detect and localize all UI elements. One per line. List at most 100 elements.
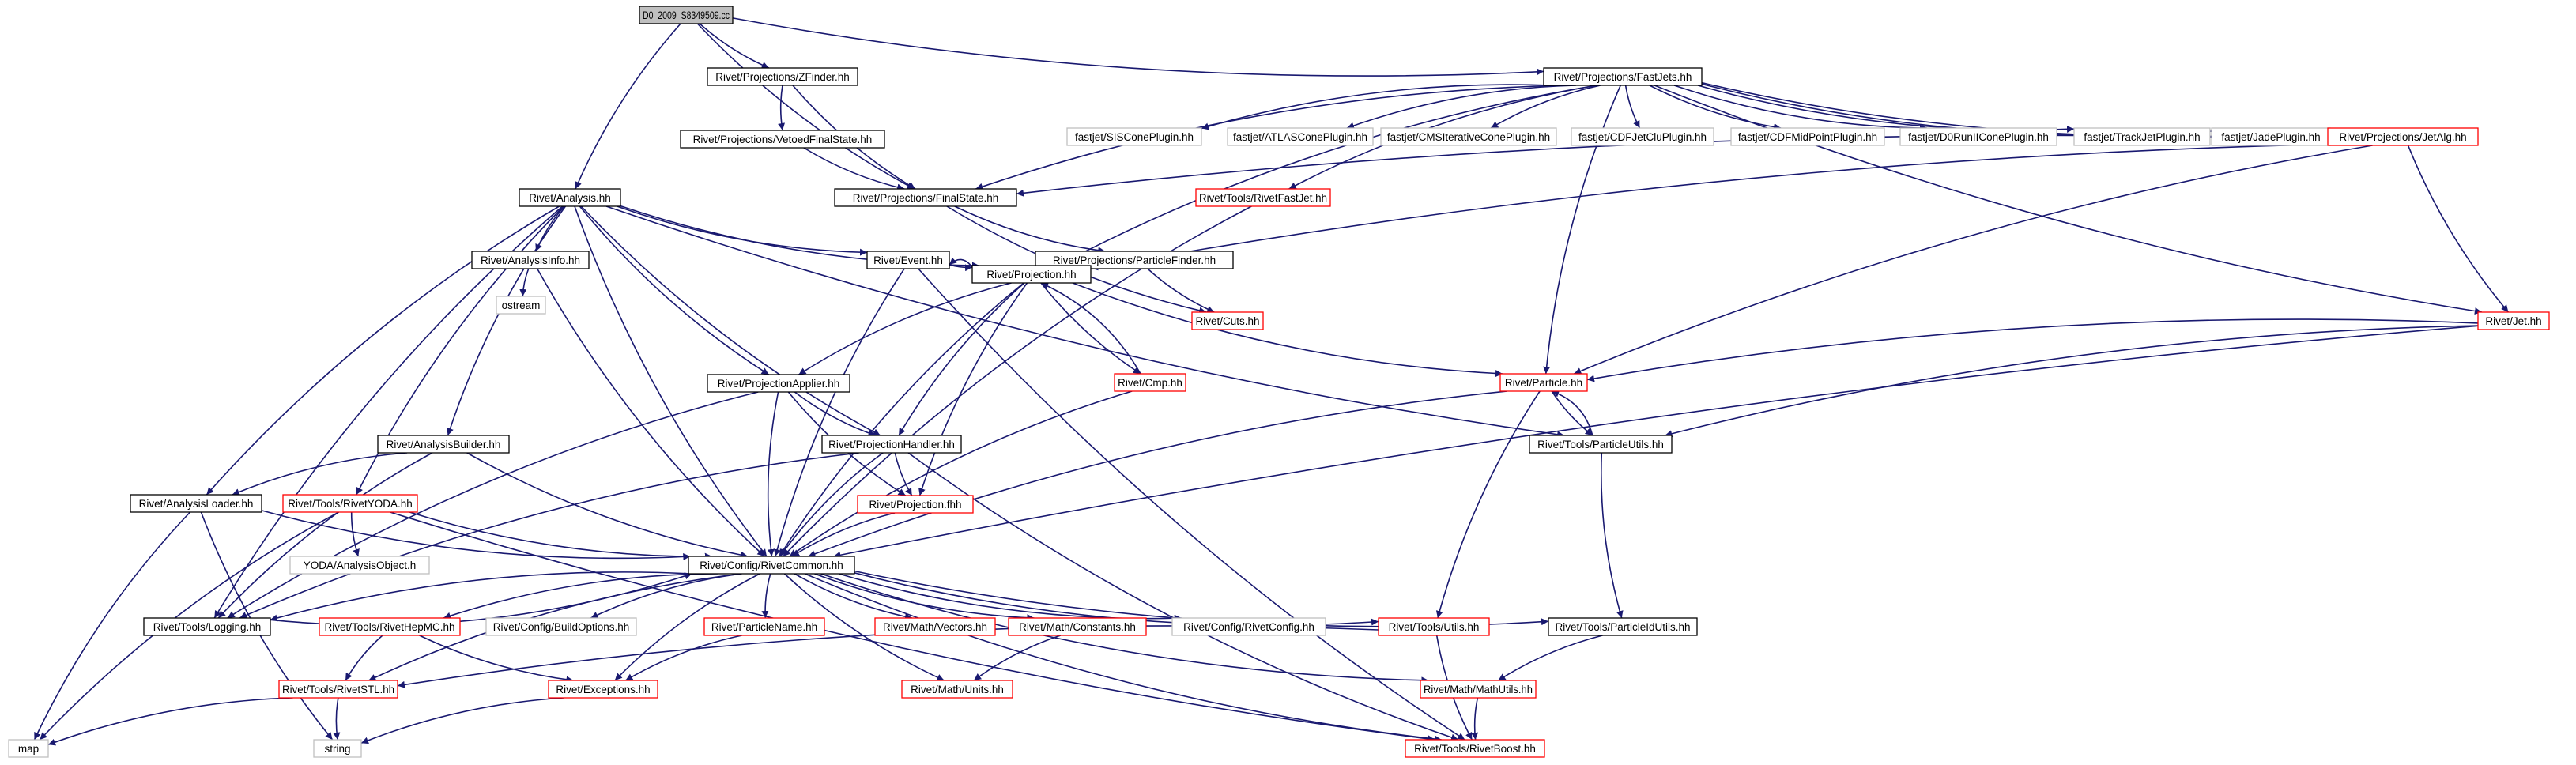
node-box-d0run2 bbox=[1899, 127, 2057, 146]
node-label-particleutils: Rivet/Tools/ParticleUtils.hh bbox=[1537, 439, 1664, 450]
node-root[interactable]: D0_2009_S8349509.cc bbox=[639, 6, 734, 24]
node-box-units bbox=[901, 680, 1013, 699]
nodes-layer: D0_2009_S8349509.ccRivet/Projections/ZFi… bbox=[8, 6, 2550, 758]
edge-common-to-particlename bbox=[761, 573, 771, 619]
node-buildopts: Rivet/Config/BuildOptions.hh bbox=[485, 617, 637, 636]
node-label-exceptions: Rivet/Exceptions.hh bbox=[556, 684, 650, 695]
node-analysisinfo[interactable]: Rivet/AnalysisInfo.hh bbox=[471, 251, 590, 269]
node-mathutils[interactable]: Rivet/Math/MathUtils.hh bbox=[1420, 680, 1537, 699]
node-trackjet: fastjet/TrackJetPlugin.hh bbox=[2073, 127, 2211, 146]
edge-event-to-boost bbox=[918, 268, 1465, 741]
edge-event-to-common bbox=[773, 268, 905, 557]
node-jet[interactable]: Rivet/Jet.hh bbox=[2477, 311, 2550, 330]
node-analysisbuilder[interactable]: Rivet/AnalysisBuilder.hh bbox=[377, 435, 510, 454]
node-rivetyoda[interactable]: Rivet/Tools/RivetYODA.hh bbox=[282, 494, 418, 513]
edge-projection-to-common bbox=[779, 282, 1024, 557]
node-jetalg[interactable]: Rivet/Projections/JetAlg.hh bbox=[2327, 127, 2479, 146]
node-cdfmid: fastjet/CDFMidPointPlugin.hh bbox=[1730, 127, 1885, 146]
node-box-yodaao bbox=[289, 556, 430, 575]
edge-analysis-to-particleutils bbox=[605, 205, 1565, 439]
node-box-particlename bbox=[703, 617, 825, 636]
node-exceptions[interactable]: Rivet/Exceptions.hh bbox=[548, 680, 658, 699]
node-cuts[interactable]: Rivet/Cuts.hh bbox=[1191, 311, 1264, 330]
node-box-map bbox=[8, 739, 49, 758]
node-analysis[interactable]: Rivet/Analysis.hh bbox=[519, 188, 621, 207]
node-label-fastjets: Rivet/Projections/FastJets.hh bbox=[1554, 71, 1692, 83]
edge-common-to-hepmc bbox=[443, 573, 718, 620]
node-label-fastjettool: Rivet/Tools/RivetFastJet.hh bbox=[1199, 192, 1327, 204]
node-label-analysisinfo: Rivet/AnalysisInfo.hh bbox=[481, 254, 580, 266]
node-box-projapplier bbox=[707, 374, 850, 393]
node-label-analysisbuilder: Rivet/AnalysisBuilder.hh bbox=[387, 439, 501, 450]
edge-particlefinder-to-cuts bbox=[1147, 268, 1215, 313]
node-label-utils: Rivet/Tools/Utils.hh bbox=[1389, 621, 1480, 633]
node-particleutils[interactable]: Rivet/Tools/ParticleUtils.hh bbox=[1529, 435, 1673, 454]
node-rivetstl[interactable]: Rivet/Tools/RivetSTL.hh bbox=[278, 680, 398, 699]
node-label-yodaao: YODA/AnalysisObject.h bbox=[304, 560, 417, 571]
node-analysisloader[interactable]: Rivet/AnalysisLoader.hh bbox=[130, 494, 262, 513]
node-label-map: map bbox=[18, 743, 39, 755]
edge-jet-to-particleutils bbox=[1665, 325, 2479, 438]
node-event[interactable]: Rivet/Event.hh bbox=[866, 251, 950, 269]
edge-projapplier-to-projhandler bbox=[794, 391, 876, 437]
node-box-root bbox=[639, 6, 734, 24]
node-zfinder[interactable]: Rivet/Projections/ZFinder.hh bbox=[707, 67, 858, 86]
edge-analysisinfo-to-ostream bbox=[519, 268, 530, 297]
node-box-boost bbox=[1405, 739, 1545, 758]
node-boost[interactable]: Rivet/Tools/RivetBoost.hh bbox=[1405, 739, 1545, 758]
node-vetoed[interactable]: Rivet/Projections/VetoedFinalState.hh bbox=[680, 130, 885, 149]
node-label-constants: Rivet/Math/Constants.hh bbox=[1019, 621, 1136, 633]
node-logging[interactable]: Rivet/Tools/Logging.hh bbox=[143, 617, 271, 636]
node-cmp[interactable]: Rivet/Cmp.hh bbox=[1114, 373, 1186, 392]
node-label-buildopts: Rivet/Config/BuildOptions.hh bbox=[493, 621, 630, 633]
node-box-common bbox=[688, 556, 855, 575]
node-particlefinder[interactable]: Rivet/Projections/ParticleFinder.hh bbox=[1035, 251, 1234, 269]
node-label-common: Rivet/Config/RivetCommon.hh bbox=[700, 560, 843, 571]
edge-jet-to-particle bbox=[1586, 318, 2479, 382]
node-pidutils[interactable]: Rivet/Tools/ParticleIdUtils.hh bbox=[1548, 617, 1698, 636]
edge-jet-to-common bbox=[833, 325, 2479, 559]
node-label-projection: Rivet/Projection.hh bbox=[986, 269, 1076, 281]
edge-fastjets-to-projection bbox=[1057, 85, 1597, 266]
node-label-mathutils: Rivet/Math/MathUtils.hh bbox=[1424, 684, 1533, 695]
node-box-fastjettool bbox=[1195, 188, 1331, 207]
node-projfhh[interactable]: Rivet/Projection.fhh bbox=[857, 495, 974, 514]
node-atlascone: fastjet/ATLASConePlugin.hh bbox=[1227, 127, 1374, 146]
node-projection[interactable]: Rivet/Projection.hh bbox=[971, 265, 1092, 284]
node-map: map bbox=[8, 739, 49, 758]
node-label-vetoed: Rivet/Projections/VetoedFinalState.hh bbox=[693, 134, 873, 145]
node-units[interactable]: Rivet/Math/Units.hh bbox=[901, 680, 1013, 699]
edge-rivetstl-to-map bbox=[47, 697, 293, 746]
edge-fastjettool-to-common bbox=[783, 205, 1252, 557]
edge-root-to-fastjets bbox=[732, 17, 1544, 77]
node-label-event: Rivet/Event.hh bbox=[873, 254, 943, 266]
node-projhandler[interactable]: Rivet/ProjectionHandler.hh bbox=[821, 435, 962, 454]
node-label-projfhh: Rivet/Projection.fhh bbox=[869, 499, 961, 511]
edge-rivetyoda-to-yodaao bbox=[350, 511, 360, 557]
node-box-analysisbuilder bbox=[377, 435, 510, 454]
node-box-hepmc bbox=[319, 617, 461, 636]
node-label-ostream: ostream bbox=[502, 300, 541, 311]
node-hepmc[interactable]: Rivet/Tools/RivetHepMC.hh bbox=[319, 617, 461, 636]
node-vectors[interactable]: Rivet/Math/Vectors.hh bbox=[874, 617, 996, 636]
node-box-analysisinfo bbox=[471, 251, 590, 269]
node-cmsiter: fastjet/CMSIterativeConePlugin.hh bbox=[1380, 127, 1557, 146]
node-constants[interactable]: Rivet/Math/Constants.hh bbox=[1008, 617, 1147, 636]
edge-analysis-to-common bbox=[574, 205, 768, 557]
node-utils[interactable]: Rivet/Tools/Utils.hh bbox=[1378, 617, 1490, 636]
edge-exceptions-to-string bbox=[360, 697, 564, 744]
edge-projection-to-particle bbox=[1072, 282, 1503, 378]
node-box-event bbox=[866, 251, 950, 269]
edge-common-to-rivetstl bbox=[368, 573, 741, 681]
edge-mathutils-to-boost bbox=[1471, 697, 1479, 741]
edge-fastjets-to-cmsiter bbox=[1490, 85, 1601, 129]
node-projapplier[interactable]: Rivet/ProjectionApplier.hh bbox=[707, 374, 850, 393]
node-box-atlascone bbox=[1227, 127, 1374, 146]
node-particle[interactable]: Rivet/Particle.hh bbox=[1499, 373, 1588, 392]
node-fastjets[interactable]: Rivet/Projections/FastJets.hh bbox=[1543, 67, 1703, 86]
node-finalstate[interactable]: Rivet/Projections/FinalState.hh bbox=[834, 188, 1017, 207]
node-common[interactable]: Rivet/Config/RivetCommon.hh bbox=[688, 556, 855, 575]
node-particlename[interactable]: Rivet/ParticleName.hh bbox=[703, 617, 825, 636]
edge-analysisinfo-to-common bbox=[537, 268, 765, 557]
node-fastjettool[interactable]: Rivet/Tools/RivetFastJet.hh bbox=[1195, 188, 1331, 207]
